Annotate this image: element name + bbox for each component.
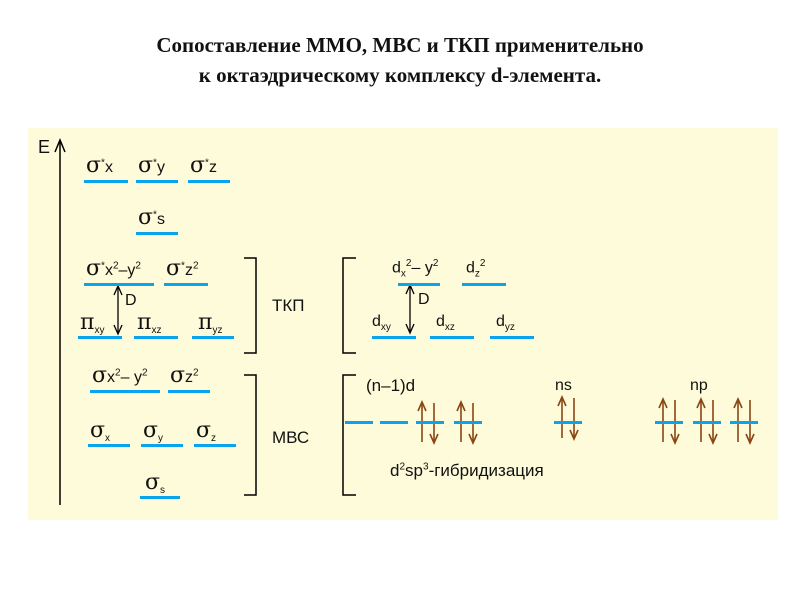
tkp-level-dxz <box>430 336 474 339</box>
mo-label-sigma-x2-y2: σx2– y2 <box>92 363 148 388</box>
mo-level-sigma-star-z <box>188 180 230 183</box>
mo-label-sigma-s: σs <box>145 470 166 497</box>
mbc-label-n1d: (n–1)d <box>366 376 416 395</box>
mo-label-sigma-star-z: σ*z <box>190 153 217 178</box>
title-line-1: Сопоставление ММО, МВС и ТКП применитель… <box>156 33 644 57</box>
bracket-mmo-mbc <box>244 374 257 496</box>
mo-level-sigma-star-x <box>84 180 128 183</box>
electron-down-head <box>569 429 579 441</box>
tkp-label-dxz: dxz <box>436 313 455 334</box>
electron-up-head <box>417 400 427 412</box>
mbc-level-d-filled-1 <box>416 421 444 424</box>
mo-level-pi-xz <box>134 336 178 339</box>
electron-arrows <box>417 395 755 445</box>
electron-down-head <box>708 433 718 445</box>
mmo-delta-label: D <box>125 292 137 309</box>
electron-up-head <box>658 397 668 409</box>
electron-up-head <box>733 397 743 409</box>
electron-down-head <box>429 433 439 445</box>
electron-down-head <box>468 433 478 445</box>
mbc-level-d-empty-1 <box>345 421 373 424</box>
bracket-mmo-tkp <box>244 257 257 354</box>
tkp-label-dxy: dxy <box>372 313 391 334</box>
electron-up-head <box>557 395 567 407</box>
mo-level-sigma-x2-y2 <box>90 390 160 393</box>
mo-label-pi-xz: πxz <box>137 310 162 337</box>
mmo-delta-arrow-head-bottom <box>113 324 123 336</box>
mo-label-sigma-z2: σz2 <box>170 363 199 388</box>
mo-level-sigma-y <box>141 444 183 447</box>
mbc-level-d-empty-2 <box>380 421 408 424</box>
mo-label-sigma-star-x: σ*x <box>86 153 113 178</box>
mbc-hybridization-label: d2sp3-гибридизация <box>390 461 544 480</box>
page-title: Сопоставление ММО, МВС и ТКП применитель… <box>0 30 800 90</box>
mo-label-sigma-star-x2-y2: σ*x2–y2 <box>86 256 141 281</box>
bracket-mbc-right <box>342 374 356 496</box>
energy-axis-label: E <box>38 137 51 157</box>
tkp-label-dz2: dz2 <box>466 258 486 280</box>
mbc-label-ns: ns <box>555 377 572 394</box>
mo-label-pi-xy: πxy <box>80 310 105 337</box>
electron-down-head <box>745 433 755 445</box>
mo-level-sigma-s <box>140 496 180 499</box>
mo-label-sigma-star-z2: σ*z2 <box>166 256 199 281</box>
tkp-level-dx2-y2 <box>398 283 440 286</box>
tkp-level-dz2 <box>462 283 506 286</box>
tkp-label-dyz: dyz <box>496 313 515 334</box>
mo-label-sigma-star-y: σ*y <box>138 153 165 178</box>
tkp-level-dxy <box>372 336 416 339</box>
energy-axis-arrowhead <box>54 138 66 153</box>
mbc-label: МВС <box>272 428 310 447</box>
mo-level-sigma-star-y <box>136 180 178 183</box>
mbc-level-d-filled-2 <box>454 421 482 424</box>
bracket-tkp-right <box>342 257 356 354</box>
tkp-delta-arrow-head-bottom <box>405 323 415 335</box>
tkp-delta-label: D <box>418 291 430 308</box>
mo-level-sigma-z <box>194 444 236 447</box>
mo-label-sigma-y: σy <box>143 418 164 445</box>
mbc-level-np-3 <box>730 421 758 424</box>
mo-level-sigma-star-z2 <box>164 283 208 286</box>
mo-level-sigma-x <box>88 444 130 447</box>
mo-level-sigma-star-x2-y2 <box>84 283 154 286</box>
electron-down-head <box>670 433 680 445</box>
mo-level-pi-yz <box>192 336 234 339</box>
mo-label-sigma-star-s: σ*s <box>138 205 165 230</box>
tkp-label-dx2-y2: dx2– y2 <box>392 258 439 280</box>
mbc-level-np-1 <box>655 421 683 424</box>
mo-level-pi-xy <box>78 336 122 339</box>
mo-level-sigma-star-s <box>136 232 178 235</box>
mbc-label-np: np <box>690 377 708 394</box>
mo-label-sigma-x: σx <box>90 418 111 445</box>
diagram-panel <box>28 128 778 520</box>
mo-label-sigma-z: σz <box>196 418 217 445</box>
title-line-2: к октаэдрическому комплексу d-элемента. <box>198 63 602 87</box>
electron-up-head <box>456 400 466 412</box>
tkp-label: ТКП <box>272 296 305 315</box>
mmo-delta-arrow-head-top <box>113 284 123 296</box>
electron-up-head <box>696 397 706 409</box>
mbc-level-np-2 <box>693 421 721 424</box>
tkp-level-dyz <box>490 336 534 339</box>
mo-label-pi-yz: πyz <box>198 310 223 337</box>
mbc-level-ns <box>554 421 582 424</box>
mo-level-sigma-z2 <box>168 390 210 393</box>
